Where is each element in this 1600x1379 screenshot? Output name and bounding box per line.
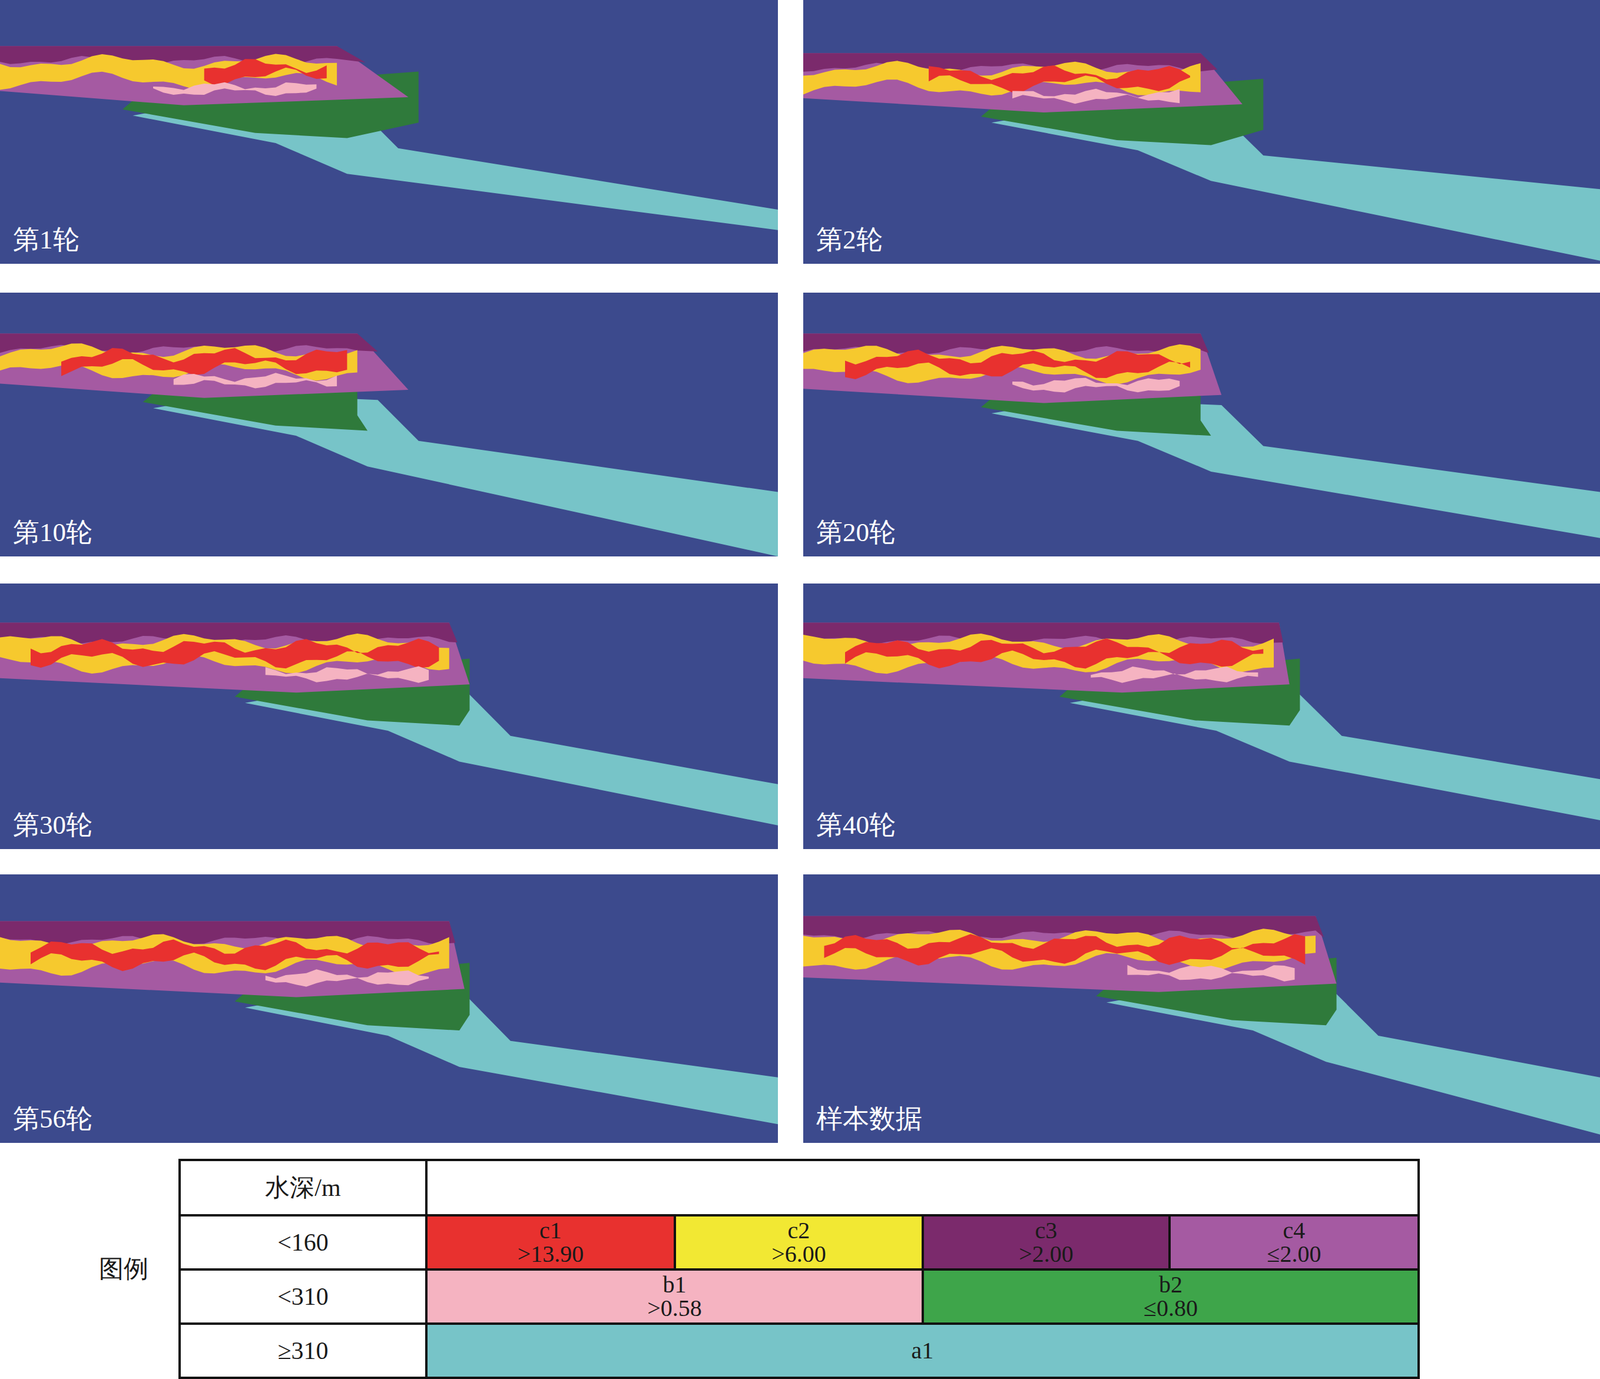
panel-label: 第1轮 <box>12 225 80 255</box>
legend-swatch: c3 >2.00 <box>923 1216 1169 1269</box>
platform <box>803 622 1290 693</box>
panel-label: 第2轮 <box>816 225 883 255</box>
table-cell: 图例 <box>76 1241 171 1297</box>
simulation-panel: 第2轮 <box>803 0 1600 264</box>
panel-label: 第10轮 <box>12 518 93 548</box>
platform <box>0 622 470 693</box>
shoal-band <box>803 928 1316 972</box>
platform-upper <box>0 921 456 946</box>
grain-band <box>928 65 1191 93</box>
panel-label: 样本数据 <box>816 1104 923 1135</box>
panel-label: 第40轮 <box>816 810 896 841</box>
simulation-panel: 样本数据 <box>803 874 1600 1144</box>
simulation-panel: 第10轮 <box>0 292 778 557</box>
table-cell: 水深/m <box>179 1160 427 1216</box>
facies-map <box>0 0 778 264</box>
margin-band <box>265 969 429 987</box>
grain-band <box>204 58 327 86</box>
margin-band <box>1090 666 1258 684</box>
grain-band <box>824 933 1306 966</box>
platform-upper <box>0 45 366 65</box>
legend-swatch: a1 <box>427 1324 1418 1377</box>
grain-band <box>30 939 439 972</box>
legend-text: c1 >13.90 <box>517 1218 585 1267</box>
platform <box>0 333 409 398</box>
shoal-band <box>803 60 1201 96</box>
legend-text: b2 ≤0.80 <box>1143 1273 1198 1321</box>
legend-swatch: b2 ≤0.80 <box>923 1270 1418 1323</box>
simulation-panel: 第1轮 <box>0 0 778 264</box>
grain-band <box>845 349 1191 380</box>
simulation-panel: 第56轮 <box>0 874 778 1144</box>
legend-swatch: c2 >6.00 <box>676 1216 922 1269</box>
facies-map <box>803 874 1600 1144</box>
facies-map <box>803 292 1600 557</box>
margin-band <box>153 82 317 96</box>
facies-map <box>0 874 778 1144</box>
margin-band <box>1127 965 1295 982</box>
table-cell: <160 <box>179 1215 427 1270</box>
shoal-band <box>0 343 358 381</box>
table-label: <160 <box>277 1229 329 1257</box>
facies-map <box>0 583 778 850</box>
legend-text: c3 >2.00 <box>1018 1218 1074 1267</box>
grain-band <box>30 638 439 669</box>
table-label: 图例 <box>98 1255 149 1283</box>
panel-label: 第30轮 <box>12 810 93 841</box>
shoal-band <box>803 344 1201 385</box>
platform-upper <box>803 622 1284 645</box>
legend-swatch: c4 ≤2.00 <box>1170 1216 1418 1269</box>
legend-text: a1 <box>911 1339 934 1363</box>
margin-band <box>173 372 337 389</box>
facies-map <box>803 0 1600 264</box>
platform <box>803 333 1222 403</box>
platform <box>803 916 1337 993</box>
simulation-panel: 第30轮 <box>0 583 778 850</box>
panel-label: 第20轮 <box>816 518 896 548</box>
table-label: 水深/m <box>264 1174 341 1202</box>
facies-map <box>803 583 1600 850</box>
table-label: ≥310 <box>277 1337 329 1365</box>
facies-map <box>0 292 778 557</box>
legend-text: c4 ≤2.00 <box>1267 1218 1322 1267</box>
table-cell: <310 <box>179 1269 427 1324</box>
table-cell: ≥310 <box>179 1323 427 1378</box>
margin-band <box>265 666 429 684</box>
platform <box>0 45 409 106</box>
legend-text: c2 >6.00 <box>771 1218 827 1267</box>
panel-label: 第56轮 <box>12 1104 93 1135</box>
platform <box>803 52 1243 113</box>
platform <box>0 921 465 998</box>
simulation-panel: 第20轮 <box>803 292 1600 557</box>
margin-band <box>1012 88 1180 104</box>
margin-band <box>1012 378 1180 393</box>
shoal-band <box>803 633 1274 674</box>
shoal-band <box>0 633 450 674</box>
table-label: <310 <box>277 1283 329 1311</box>
legend-swatch: c1 >13.90 <box>427 1216 674 1269</box>
legend-swatch: b1 >0.58 <box>427 1270 922 1323</box>
simulation-panel: 第40轮 <box>803 583 1600 850</box>
grain-band <box>845 638 1264 669</box>
shoal-band <box>0 934 450 977</box>
grain-band <box>61 348 347 377</box>
legend-text: b1 >0.58 <box>647 1273 702 1321</box>
